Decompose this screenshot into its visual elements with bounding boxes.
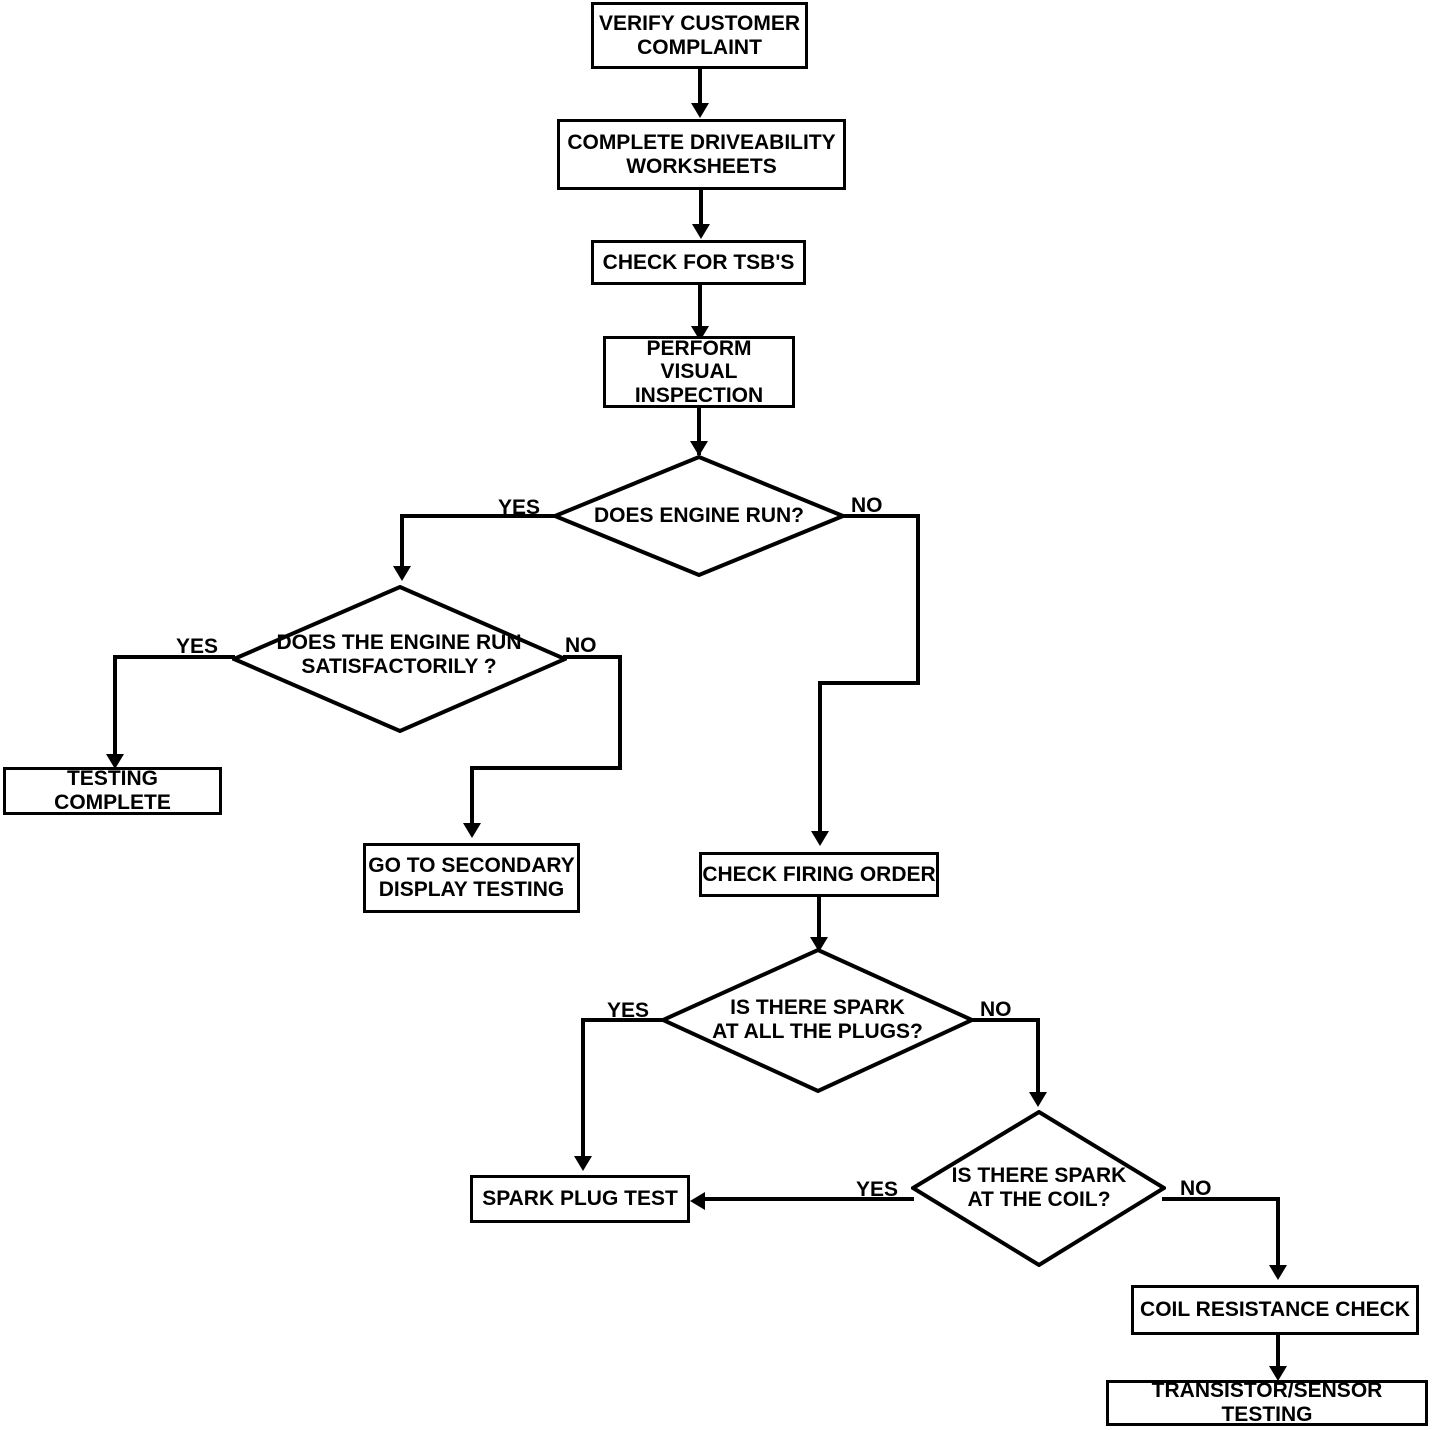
edge-worksheets-to-tsb <box>699 190 703 230</box>
edge-coil-res-to-transistor <box>1276 1335 1280 1371</box>
edge-spark-plugs-yes-h <box>581 1018 666 1022</box>
edge-engine-run-no-v1 <box>916 514 920 685</box>
arrowhead-check-firing-order <box>811 831 829 846</box>
edge-firing-order-to-spark-plugs <box>817 897 821 947</box>
edge-engine-run-yes-horizontal <box>400 514 555 518</box>
edge-run-satisf-no-h2 <box>470 766 622 770</box>
node-check-for-tsbs[interactable]: CHECK FOR TSB'S <box>591 240 806 285</box>
edge-label-spark-plugs-yes: YES <box>607 999 650 1022</box>
edge-run-satisf-no-v2 <box>470 766 474 827</box>
node-perform-visual-inspection[interactable]: PERFORM VISUAL INSPECTION <box>603 336 795 408</box>
arrowhead-tsb <box>692 224 710 239</box>
edge-verify-to-worksheets <box>698 69 702 109</box>
arrowhead-spark-coil <box>1029 1092 1047 1107</box>
arrowhead-spark-plug-test-right <box>690 1192 705 1210</box>
edge-tsb-to-visual <box>698 285 702 336</box>
node-coil-resistance-check[interactable]: COIL RESISTANCE CHECK <box>1131 1285 1419 1335</box>
node-check-firing-order[interactable]: CHECK FIRING ORDER <box>699 852 939 897</box>
edge-engine-run-no-v2 <box>818 681 822 836</box>
edge-label-spark-plugs-no: NO <box>980 998 1012 1021</box>
edge-label-run-satisf-no: NO <box>565 634 597 657</box>
edge-label-run-satisf-yes: YES <box>176 635 219 658</box>
arrowhead-secondary-display <box>463 823 481 838</box>
node-go-to-secondary-display-testing[interactable]: GO TO SECONDARY DISPLAY TESTING <box>363 843 580 913</box>
node-does-engine-run-satisfactorily[interactable] <box>232 585 567 733</box>
edge-run-satisf-no-h1 <box>563 655 622 659</box>
arrowhead-engine-run <box>690 441 708 456</box>
edge-spark-coil-yes-h <box>702 1197 914 1201</box>
node-does-engine-run[interactable] <box>553 455 845 577</box>
arrowhead-transistor-sensor-testing <box>1269 1366 1287 1381</box>
edge-engine-run-yes-vertical <box>400 514 404 572</box>
edge-label-engine-run-no: NO <box>851 494 883 517</box>
arrowhead-spark-plug-test-top <box>574 1156 592 1171</box>
node-verify-customer-complaint[interactable]: VERIFY CUSTOMER COMPLAINT <box>591 2 808 69</box>
arrowhead-spark-plugs <box>810 937 828 952</box>
edge-spark-plugs-no-h <box>970 1018 1040 1022</box>
arrowhead-worksheets <box>691 103 709 118</box>
diamond-shape-run-satisfactorily <box>232 585 567 733</box>
edge-label-engine-run-yes: YES <box>498 496 541 519</box>
diamond-shape-spark-coil <box>911 1110 1166 1267</box>
edge-run-satisf-no-v1 <box>618 655 622 770</box>
edge-spark-coil-no-h <box>1162 1197 1280 1201</box>
edge-engine-run-no-h2 <box>818 681 920 685</box>
edge-engine-run-no-h1 <box>843 514 920 518</box>
node-testing-complete[interactable]: TESTING COMPLETE <box>3 767 222 815</box>
edge-label-spark-coil-no: NO <box>1180 1177 1212 1200</box>
diamond-shape-engine-run <box>553 455 845 577</box>
node-is-there-spark-at-all-plugs[interactable] <box>661 948 974 1093</box>
edge-run-satisf-yes-v <box>113 655 117 761</box>
arrowhead-run-satisfactorily <box>393 566 411 581</box>
edge-spark-plugs-no-v <box>1036 1018 1040 1096</box>
edge-spark-plugs-yes-v <box>581 1018 585 1160</box>
edge-run-satisf-yes-h <box>113 655 235 659</box>
node-transistor-sensor-testing[interactable]: TRANSISTOR/SENSOR TESTING <box>1106 1379 1428 1426</box>
node-is-there-spark-at-coil[interactable] <box>911 1110 1166 1267</box>
edge-label-spark-coil-yes: YES <box>856 1178 899 1201</box>
arrowhead-testing-complete <box>106 754 124 769</box>
arrowhead-coil-resistance-check <box>1269 1265 1287 1280</box>
edge-visual-to-engine-run <box>697 408 701 455</box>
node-complete-driveability-worksheets[interactable]: COMPLETE DRIVEABILITY WORKSHEETS <box>557 119 846 190</box>
diamond-shape-spark-plugs <box>661 948 974 1093</box>
node-spark-plug-test[interactable]: SPARK PLUG TEST <box>470 1175 690 1223</box>
edge-spark-coil-no-v <box>1276 1197 1280 1269</box>
